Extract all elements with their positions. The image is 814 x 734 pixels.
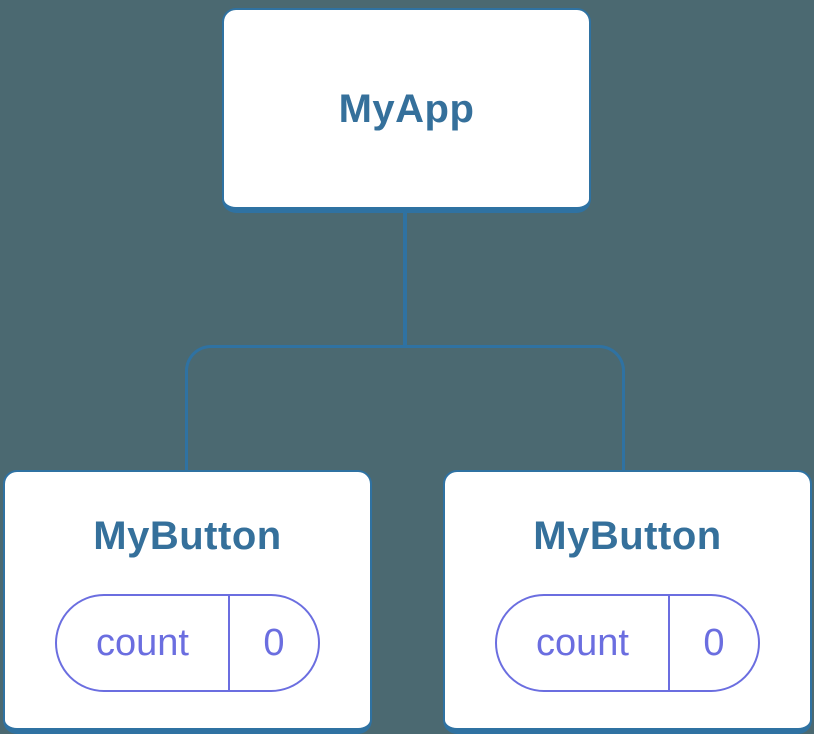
state-value: 0: [263, 621, 285, 664]
connector-branch-lines: [185, 345, 625, 470]
state-name-label: count: [536, 621, 629, 664]
root-node-myapp: MyApp: [222, 8, 591, 213]
child-node-mybutton-2: MyButton count 0: [443, 470, 812, 734]
child-node-label: MyButton: [93, 514, 282, 558]
pill-divider: [668, 596, 670, 690]
connector-stem-line: [403, 211, 407, 347]
pill-divider: [228, 596, 230, 690]
child-node-label: MyButton: [533, 514, 722, 558]
state-value: 0: [703, 621, 725, 664]
child-node-mybutton-1: MyButton count 0: [3, 470, 372, 734]
state-name-label: count: [96, 621, 189, 664]
state-pill: count 0: [55, 594, 320, 692]
root-node-label: MyApp: [338, 86, 475, 131]
state-pill: count 0: [495, 594, 760, 692]
